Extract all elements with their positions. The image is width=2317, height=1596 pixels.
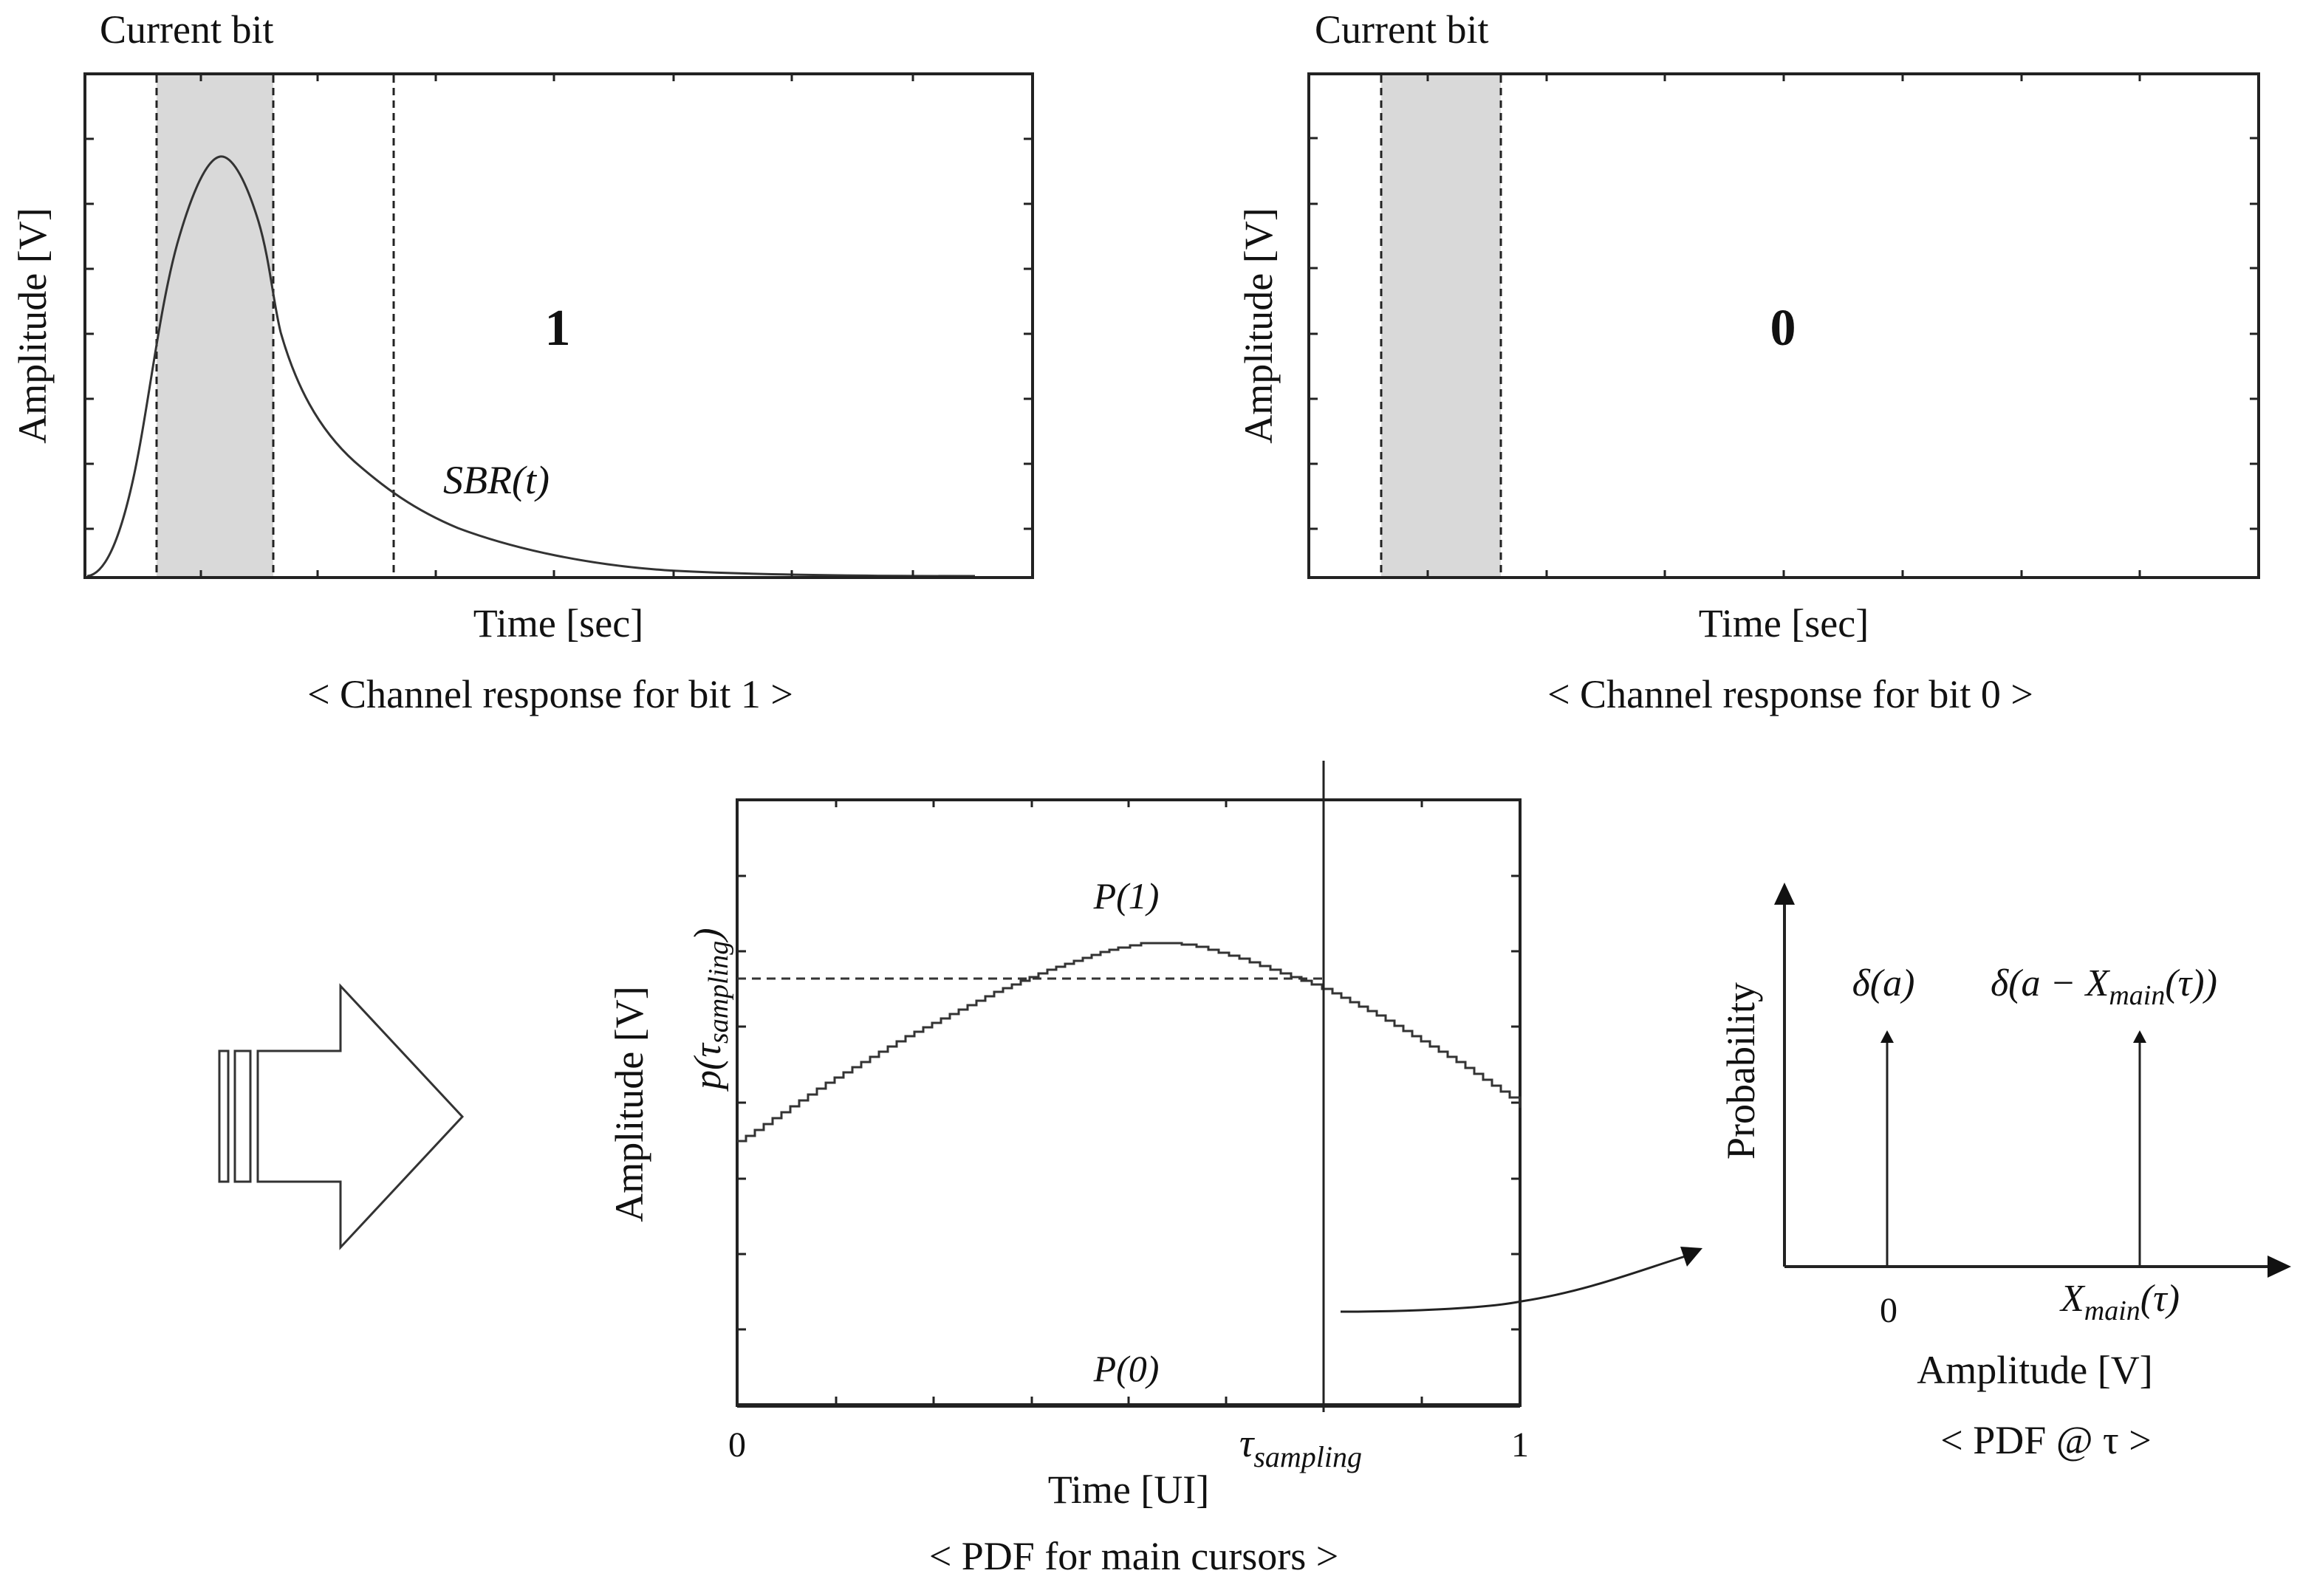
panel-caption: < PDF for main cursors > <box>929 1534 1338 1578</box>
p1-curve <box>737 942 1522 1143</box>
panel-bit1: Current bit <box>10 7 1034 716</box>
bit-value: 1 <box>545 300 571 357</box>
delta-main-label: δ(a − Xmain(τ)) <box>1991 962 2217 1011</box>
panel-pdf-tau: δ(a) δ(a − Xmain(τ)) Probability 0 Xmain… <box>1719 883 2291 1462</box>
y-axis-label: Amplitude [V] <box>1236 208 1281 443</box>
svg-text:p(τsampling): p(τsampling) <box>687 928 734 1092</box>
axis-ticks <box>1309 74 2259 578</box>
y-axis-label: Amplitude [V] <box>10 208 55 443</box>
x-tick-0: 0 <box>1880 1291 1897 1330</box>
panel-bit0: Current bit 0 Amplitude [V] Time [sec] <box>1236 7 2260 716</box>
x-tick-0: 0 <box>728 1425 746 1465</box>
current-bit-header: Current bit <box>1315 7 1488 52</box>
current-bit-window <box>157 75 273 578</box>
x-axis-label: Time [UI] <box>1048 1467 1210 1512</box>
panel-caption: < Channel response for bit 0 > <box>1547 672 2033 716</box>
p1-label: P(1) <box>1093 875 1160 917</box>
delta-0-label: δ(a) <box>1852 962 1915 1004</box>
panel-caption: < Channel response for bit 1 > <box>307 672 793 716</box>
y-axis-label: Amplitude [V] <box>607 986 651 1222</box>
x-tick-1: 1 <box>1511 1425 1529 1465</box>
x-axis-label: Amplitude [V] <box>1917 1348 2152 1392</box>
sbr-label: SBR(t) <box>443 458 550 502</box>
axis-ticks <box>737 800 1520 1405</box>
delta-main-arrowhead-icon <box>2133 1030 2146 1043</box>
plot-frame <box>83 72 1034 579</box>
tau-sampling-label: τsampling <box>1239 1421 1362 1473</box>
x-axis-label: Time [sec] <box>473 601 643 645</box>
x-axis-arrow-icon <box>2268 1256 2291 1278</box>
current-bit-header: Current bit <box>100 7 273 52</box>
panel-caption: < PDF @ τ > <box>1940 1418 2151 1462</box>
sampling-level-label: p(τsampling) <box>687 928 734 1092</box>
p0-label: P(0) <box>1093 1348 1160 1389</box>
sbr-curve <box>86 155 976 578</box>
axis-ticks <box>85 74 1033 578</box>
curved-arrow-icon <box>1340 1247 1702 1313</box>
current-bit-window <box>1381 75 1501 578</box>
bit-value: 0 <box>1770 300 1796 357</box>
y-axis-arrow-icon <box>1774 883 1795 905</box>
delta-0-arrowhead-icon <box>1880 1030 1894 1043</box>
block-right-arrow-icon <box>218 983 465 1250</box>
panel-main-pdf: P(1) P(0) Amplitude [V] p(τsampling) 0 1… <box>607 761 1529 1578</box>
x-tick-xmain: Xmain(τ) <box>2059 1278 2180 1326</box>
x-axis-label: Time [sec] <box>1699 601 1869 645</box>
y-axis-label: Probability <box>1719 982 1763 1160</box>
